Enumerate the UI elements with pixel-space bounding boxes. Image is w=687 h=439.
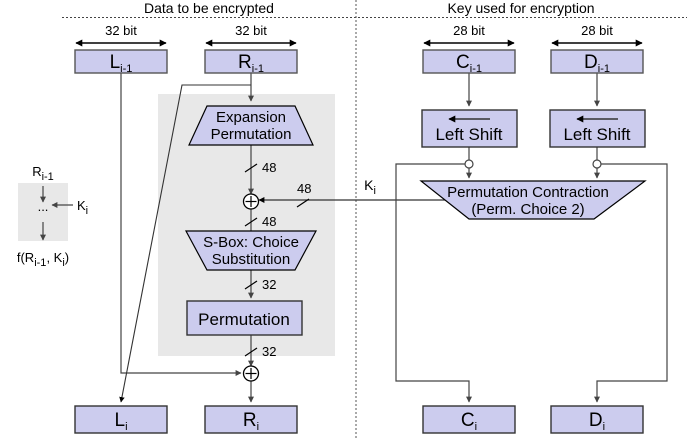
sbox-line1: S-Box: Choice: [203, 234, 299, 251]
xor-gate-feistel: [242, 365, 260, 382]
dimension-label-left-1: 32 bit: [105, 23, 137, 38]
block-d-next-label: Di: [589, 410, 605, 433]
block-d-prev-label: Di-1: [584, 52, 610, 75]
perm-contraction-line1: Permutation Contraction: [447, 184, 609, 201]
block-r-prev[interactable]: Ri-1: [204, 49, 298, 75]
block-c-next[interactable]: Ci: [422, 405, 516, 434]
stage-left-shift-2[interactable]: Left Shift: [549, 109, 646, 148]
block-l-next-label: Li: [114, 410, 127, 433]
dimension-label-right-1: 28 bit: [453, 23, 485, 38]
legend-input-label: Ri-1: [32, 164, 54, 183]
slash-32-after-permutation: [244, 347, 258, 357]
wire-rprev-to-lnext: [119, 84, 251, 403]
stage-left-shift-1[interactable]: Left Shift: [421, 109, 518, 148]
junction-dot-leftshift2: [592, 159, 602, 169]
dimension-label-right-2: 28 bit: [581, 23, 613, 38]
block-r-next[interactable]: Ri: [204, 405, 298, 434]
stage-permutation[interactable]: Permutation: [186, 300, 303, 336]
permutation-label: Permutation: [198, 310, 290, 329]
block-l-next[interactable]: Li: [74, 405, 168, 434]
xor-gate-round-key: [242, 193, 260, 210]
bits-after-permutation: 32: [262, 344, 276, 359]
block-l-prev[interactable]: Li-1: [74, 49, 168, 75]
legend-ellipsis: ...: [38, 199, 49, 214]
wire-lprev-to-xor: [120, 73, 242, 376]
sbox-line2: Substitution: [212, 251, 290, 268]
block-c-prev-label: Ci-1: [456, 52, 482, 75]
block-c-next-label: Ci: [461, 410, 477, 433]
stage-permutation-contraction[interactable]: Permutation Contraction (Perm. Choice 2): [419, 180, 647, 220]
block-d-next[interactable]: Di: [550, 405, 644, 434]
block-l-prev-label: Li-1: [110, 52, 133, 75]
header-right-title: Key used for encryption: [447, 0, 594, 16]
stage-expansion-permutation[interactable]: Expansion Permutation: [188, 105, 314, 146]
block-r-next-label: Ri: [243, 410, 259, 433]
expansion-permutation-line2: Permutation: [211, 126, 292, 143]
legend-key-label: Ki: [77, 198, 88, 217]
legend-output-label: f(Ri-1, Ki): [17, 250, 69, 269]
legend-group: Ri-1 ... Ki f(Ri-1, Ki): [17, 164, 88, 269]
wire-leftshift1-to-cnext: [395, 163, 472, 403]
bits-after-expansion: 48: [262, 160, 276, 175]
bits-subkey: 48: [297, 181, 311, 196]
junction-dot-leftshift1: [464, 159, 474, 169]
slash-48-after-expansion: [244, 163, 258, 173]
bits-after-sbox: 32: [262, 277, 276, 292]
slash-48-after-xor: [244, 217, 258, 227]
header-left-title: Data to be encrypted: [144, 0, 274, 16]
slash-48-subkey: [296, 198, 310, 208]
left-shift-label-1: Left Shift: [435, 125, 502, 144]
wire-leftshift2-to-dnext: [594, 163, 668, 403]
bits-after-xor: 48: [262, 214, 276, 229]
slash-32-after-sbox: [244, 280, 258, 290]
expansion-permutation-line1: Expansion: [216, 109, 286, 126]
block-c-prev[interactable]: Ci-1: [422, 49, 516, 75]
block-r-prev-label: Ri-1: [238, 52, 264, 75]
stage-sbox-substitution[interactable]: S-Box: Choice Substitution: [184, 230, 318, 271]
perm-contraction-line2: (Perm. Choice 2): [471, 201, 584, 218]
left-shift-label-2: Left Shift: [563, 125, 630, 144]
subkey-label: Ki: [364, 177, 376, 197]
block-d-prev[interactable]: Di-1: [550, 49, 644, 75]
dimension-label-left-2: 32 bit: [235, 23, 267, 38]
